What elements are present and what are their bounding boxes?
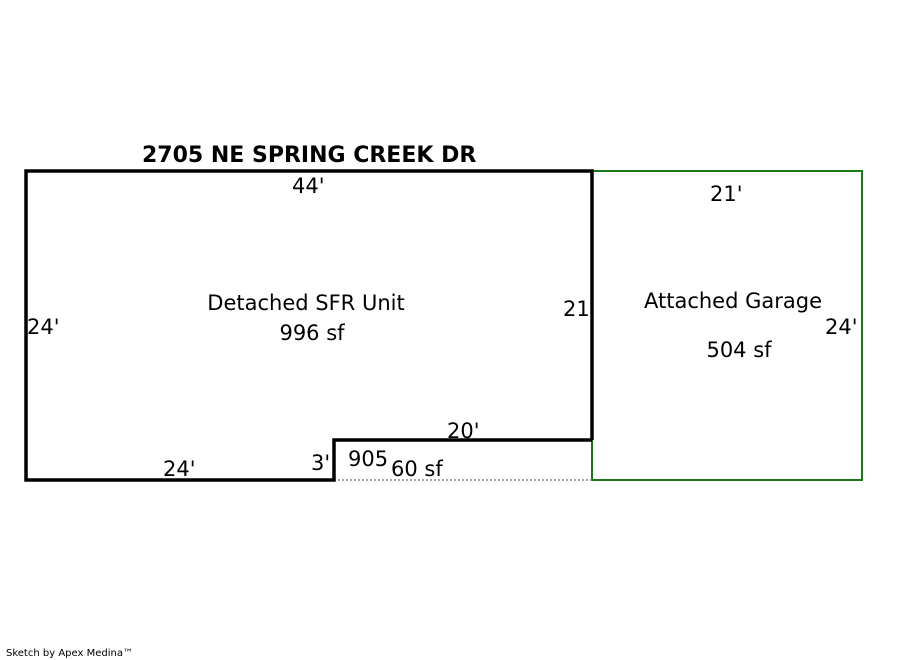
house-outline <box>24 169 594 482</box>
house-bottom-right-dimension: 20' <box>447 419 480 443</box>
garage-top-dimension: 21' <box>710 182 743 206</box>
garage-area-name: Attached Garage <box>644 289 822 313</box>
garage-area-size: 504 sf <box>706 338 772 362</box>
house-top-dimension: 44' <box>292 174 325 198</box>
garage-right-dimension: 24' <box>825 315 858 339</box>
house-area-size: 996 sf <box>279 321 345 345</box>
house-left-dimension: 24' <box>27 315 60 339</box>
sketch-credit: Sketch by Apex Medina™ <box>6 648 133 659</box>
garage-outline <box>591 170 863 481</box>
house-right-dimension: 21' <box>563 297 596 321</box>
house-area-name: Detached SFR Unit <box>207 291 404 315</box>
house-bottom-left-dimension: 24' <box>163 457 196 481</box>
patio-area-size: 60 sf <box>391 457 443 481</box>
house-step-dimension: 3' <box>311 451 330 475</box>
patio-code: 905 <box>348 447 388 471</box>
property-address-title: 2705 NE SPRING CREEK DR <box>142 143 476 168</box>
